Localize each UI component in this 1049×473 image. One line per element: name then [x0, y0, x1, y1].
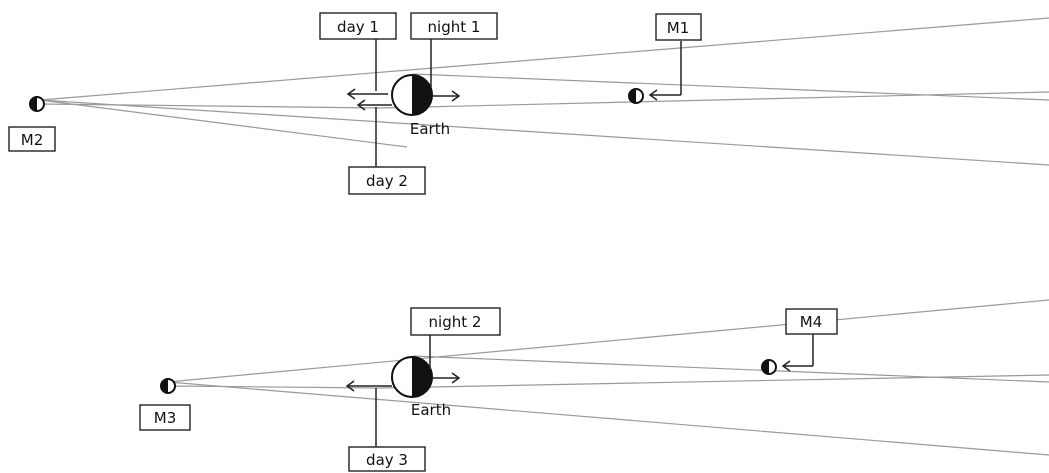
label-night-1: night 1 — [410, 12, 498, 40]
label-day-2: day 2 — [348, 166, 426, 195]
sight-lines-bottom — [167, 299, 1049, 456]
left-arrow-icon — [345, 380, 392, 392]
label-day-1: day 1 — [319, 12, 397, 40]
svg-text:M3: M3 — [154, 409, 177, 427]
ray — [39, 99, 408, 148]
label-m1: M1 — [655, 13, 702, 41]
panel-top: day 1 night 1 day 2 M1 M2 Earth — [8, 12, 1049, 195]
ray — [167, 385, 381, 389]
earth-icon — [391, 356, 433, 398]
svg-text:M1: M1 — [667, 19, 690, 37]
right-arrow-icon — [432, 90, 461, 102]
label-m4: M4 — [785, 308, 838, 335]
svg-text:day 2: day 2 — [366, 172, 408, 190]
label-night-2: night 2 — [410, 307, 501, 336]
moon-m4-icon — [761, 359, 777, 375]
label-m2: M2 — [8, 126, 56, 152]
right-arrow-icon — [432, 372, 461, 384]
ray — [379, 374, 1049, 389]
svg-text:day 1: day 1 — [337, 18, 379, 36]
svg-text:M2: M2 — [21, 131, 44, 149]
earth-label: Earth — [410, 120, 450, 138]
ray — [39, 99, 1049, 166]
sight-lines-top — [39, 17, 1049, 166]
svg-text:M4: M4 — [800, 313, 823, 331]
ray — [379, 91, 1049, 109]
svg-text:night 2: night 2 — [429, 313, 482, 331]
left-arrow-icon — [346, 88, 388, 100]
moon-m3-icon — [160, 378, 176, 394]
ray — [412, 355, 1049, 383]
moon-m1-icon — [628, 88, 644, 104]
ray — [167, 299, 1049, 383]
svg-text:night 1: night 1 — [428, 18, 481, 36]
earth-label: Earth — [411, 401, 451, 419]
svg-text:day 3: day 3 — [366, 451, 408, 469]
panel-bottom: night 2 day 3 M4 M3 Earth — [139, 299, 1049, 472]
label-m3: M3 — [139, 404, 191, 431]
moon-m2-icon — [29, 96, 45, 112]
left-arrow-icon — [781, 360, 791, 372]
earth-icon — [391, 74, 433, 116]
ray — [39, 17, 1049, 101]
ray — [412, 73, 1049, 101]
left-arrow-icon — [356, 99, 392, 111]
left-arrow-icon — [648, 89, 658, 101]
label-day-3: day 3 — [348, 446, 426, 472]
ray — [167, 381, 1049, 456]
ray — [39, 103, 381, 109]
